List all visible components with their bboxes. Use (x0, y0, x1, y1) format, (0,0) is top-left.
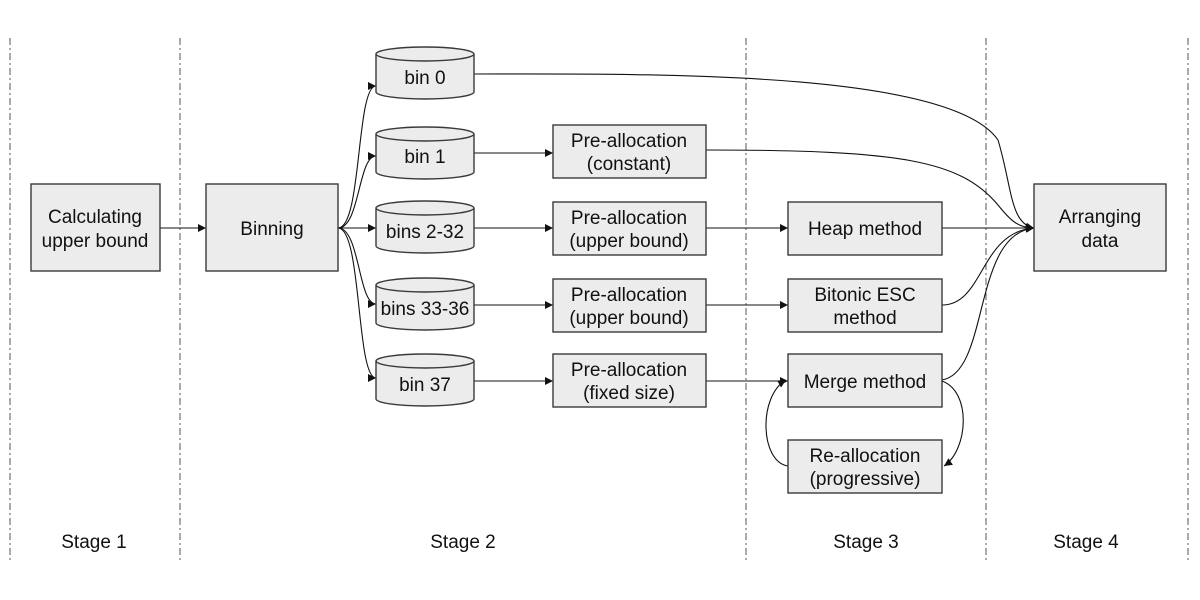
bins-2-32-label: bins 2-32 (386, 222, 464, 243)
bins-33-36-cylinder: bins 33-36 (375, 277, 475, 331)
edge-binning-bin1 (337, 152, 377, 229)
bitonic-esc-line2: method (833, 308, 896, 329)
calc-node: Calculating upper bound (30, 183, 161, 272)
prealloc-upper-bound-line1: Pre-allocation (571, 208, 687, 229)
edge-bin0-arrange (473, 73, 1035, 231)
stage-2-label: Stage 2 (430, 532, 496, 553)
edge-realloc-merge (765, 379, 789, 467)
prealloc-constant-line2: (constant) (587, 154, 671, 175)
merge-method-label: Merge method (804, 372, 927, 393)
bin-0-cylinder: bin 0 (375, 46, 475, 100)
calc-label-line2: upper bound (42, 231, 149, 252)
edge-merge-arrange (941, 224, 1035, 381)
prealloc-upper-bound-line1: Pre-allocation (571, 285, 687, 306)
prealloc-upper-bound-line2: (upper bound) (569, 231, 688, 252)
edge-binning-bins33-36 (337, 227, 377, 308)
bin-1-cylinder: bin 1 (375, 126, 475, 180)
prealloc-upper-bound-line2: (upper bound) (569, 308, 688, 329)
bin-1-label: bin 1 (404, 147, 445, 168)
bins-2-32-cylinder: bins 2-32 (375, 200, 475, 254)
bin-37-cylinder: bin 37 (375, 353, 475, 407)
edge-binning-bin37 (337, 227, 377, 382)
prealloc-constant-line1: Pre-allocation (571, 131, 687, 152)
edges (160, 73, 1035, 467)
reallocation-line1: Re-allocation (810, 446, 921, 467)
bitonic-esc-line1: Bitonic ESC (814, 285, 915, 306)
stage-4-label: Stage 4 (1053, 532, 1119, 553)
prealloc-fixed-size-line1: Pre-allocation (571, 360, 687, 381)
prealloc-fixed-size-line2: (fixed size) (583, 383, 675, 404)
edge-const-arrange (705, 149, 1035, 232)
calc-label-line1: Calculating (48, 207, 142, 228)
heap-method-label: Heap method (808, 219, 922, 240)
bin-0-label: bin 0 (404, 68, 445, 89)
arranging-data-node: Arranging data (1033, 183, 1167, 272)
binning-node: Binning (205, 183, 339, 272)
arranging-data-line1: Arranging (1059, 207, 1141, 228)
prealloc-constant-node: Pre-allocation (constant) (552, 124, 707, 179)
reallocation-node: Re-allocation (progressive) (787, 439, 943, 494)
edge-merge-realloc (941, 380, 964, 467)
prealloc-upper-bound-node: Pre-allocation (upper bound) (552, 278, 707, 333)
stage-3-label: Stage 3 (833, 532, 899, 553)
reallocation-line2: (progressive) (810, 469, 921, 490)
bins-33-36-label: bins 33-36 (381, 299, 470, 320)
heap-method-node: Heap method (787, 201, 943, 256)
edge-bitonic-arrange (941, 224, 1035, 306)
edge-binning-bin0 (337, 82, 377, 229)
prealloc-fixed-size-node: Pre-allocation (fixed size) (552, 353, 707, 408)
arranging-data-line2: data (1082, 231, 1119, 252)
binning-label: Binning (240, 219, 303, 240)
stage-1-label: Stage 1 (61, 532, 127, 553)
bin-37-label: bin 37 (399, 375, 451, 396)
merge-method-node: Merge method (787, 353, 943, 408)
prealloc-upper-bound-node: Pre-allocation (upper bound) (552, 201, 707, 256)
bitonic-esc-node: Bitonic ESC method (787, 278, 943, 333)
